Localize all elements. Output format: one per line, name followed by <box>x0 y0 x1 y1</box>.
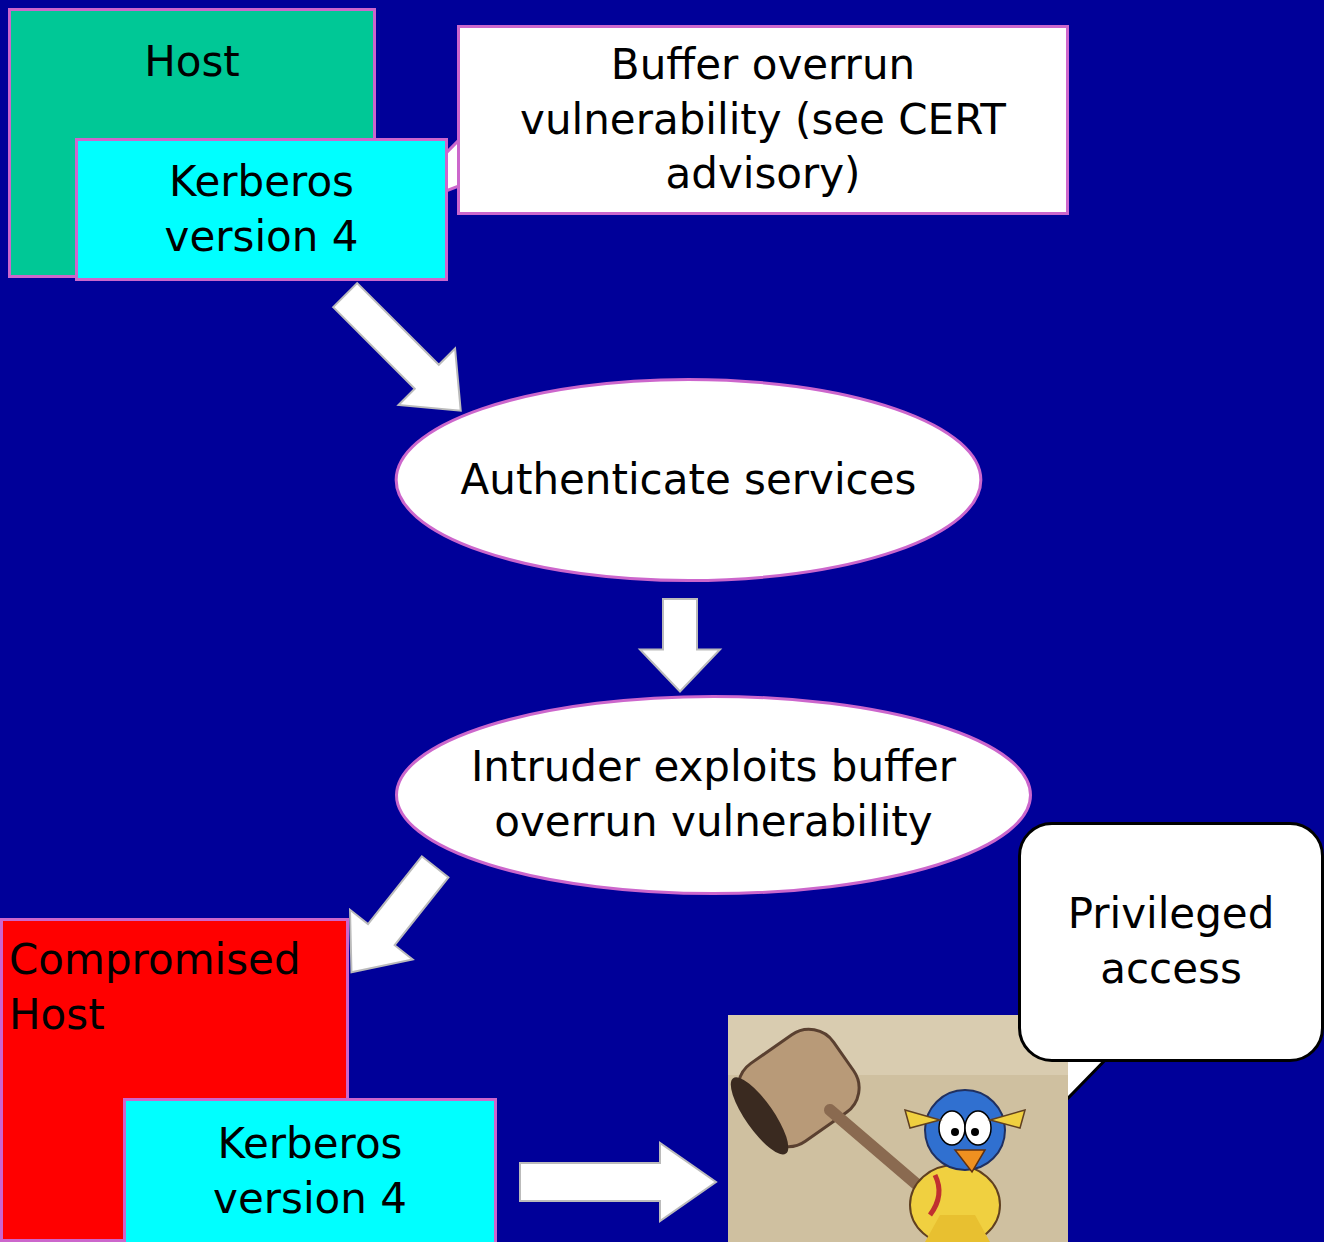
ellipse-shape <box>397 696 1031 893</box>
process-ellipse: Authenticate services <box>392 378 985 582</box>
process-ellipse: Intruder exploits buffer overrun vulnera… <box>392 695 1035 895</box>
block-arrow <box>333 283 461 411</box>
software-box: Kerberos version 4 <box>75 138 448 281</box>
node-label: Kerberos version 4 <box>140 1117 480 1226</box>
bird-arm <box>930 1175 939 1215</box>
bird-beak <box>955 1150 985 1172</box>
node-label: Buffer overrun vulnerability (see CERT a… <box>474 38 1052 202</box>
ellipse-outline <box>392 695 1035 895</box>
compromised-host-box: Compromised HostKerberos version 4 <box>0 918 349 1242</box>
bird-crest <box>905 1110 940 1128</box>
node-label: Authenticate services <box>461 453 917 508</box>
node-label: Host <box>144 35 240 90</box>
bird-legs <box>925 1215 990 1242</box>
node-label: Compromised Host <box>9 933 340 1042</box>
bird-body <box>910 1165 1000 1242</box>
bird-eye <box>965 1111 991 1145</box>
block-arrow <box>350 856 448 972</box>
node-label: Privileged access <box>1037 887 1305 996</box>
cartoon-picture <box>721 1015 1068 1242</box>
block-arrow <box>640 599 720 692</box>
ellipse-shape <box>396 379 981 580</box>
speech-bubble: Privileged access <box>1018 822 1324 1062</box>
host-box: HostKerberos version 4 <box>8 8 376 278</box>
mallet <box>721 1017 871 1162</box>
node-label: Kerberos version 4 <box>92 155 431 264</box>
bird-eye <box>939 1111 965 1145</box>
bird-crest <box>990 1110 1025 1128</box>
callout-box: Buffer overrun vulnerability (see CERT a… <box>457 25 1069 215</box>
software-box: Kerberos version 4 <box>123 1098 497 1242</box>
block-arrow <box>520 1143 716 1221</box>
node-label: Intruder exploits buffer overrun vulnera… <box>442 740 985 849</box>
